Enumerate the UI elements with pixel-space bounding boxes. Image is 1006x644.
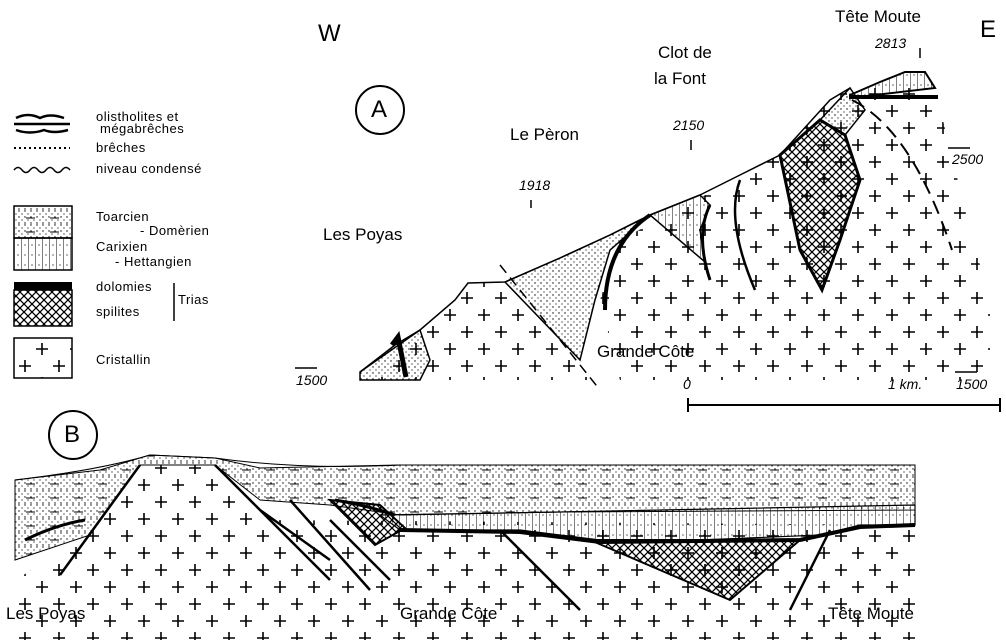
altitude-ticks <box>295 48 977 373</box>
section-a-label: A <box>371 96 388 123</box>
label-tete-moute-b: Tête Moute <box>828 604 914 623</box>
section-b-label: B <box>64 421 81 448</box>
fault-1 <box>603 213 652 311</box>
legend-niveau: niveau condensé <box>96 161 202 176</box>
dolomies-swatch <box>14 282 72 290</box>
legend-olistholites-1: olistholites et <box>96 109 179 124</box>
cristallin-a-east <box>600 88 990 380</box>
label-les-poyas-a: Les Poyas <box>323 225 403 244</box>
fault-3 <box>733 179 757 291</box>
niveau-condense-swatch <box>13 166 71 174</box>
profile-line <box>359 87 851 373</box>
legend-carixien-2: - Hettangien <box>115 254 192 269</box>
fault-2 <box>701 204 712 281</box>
topo-line-b <box>14 454 915 481</box>
section-b-marker <box>48 410 98 460</box>
faults-b <box>58 464 832 611</box>
olistholites-swatch <box>14 113 70 134</box>
fault-peron <box>499 264 601 391</box>
legend-olistholites-2: mégabrêches <box>100 121 185 136</box>
section-a-marker <box>355 85 405 135</box>
altitude-1918: 1918 <box>519 177 551 193</box>
olistholites-b <box>24 498 396 542</box>
legend-carixien-1: Carixien <box>96 239 148 254</box>
legend-breches: brêches <box>96 140 146 155</box>
altitude-2813: 2813 <box>875 35 907 51</box>
toarcien-swatch <box>13 205 73 239</box>
fault-east <box>851 99 953 251</box>
altitude-2500: 2500 <box>952 151 984 167</box>
label-grande-cote-b: Grande Côte <box>400 604 498 623</box>
scale-start: 0 <box>683 376 691 392</box>
legend-toarcien-2: - Domèrien <box>140 223 210 238</box>
label-grande-cote-a: Grande Côte <box>597 342 695 361</box>
section-b-profile <box>14 410 916 640</box>
scale-bar <box>687 398 1001 412</box>
label-clot-1: Clot de <box>658 43 712 62</box>
spilites-swatch <box>13 289 73 327</box>
west-label: W <box>318 20 341 47</box>
dolomies-poyas <box>390 331 409 378</box>
legend-toarcien-1: Toarcien <box>96 209 150 224</box>
altitude-1500-right: 1500 <box>956 376 988 392</box>
scale-end: 1 km. <box>888 376 923 392</box>
cristallin-swatch <box>13 337 73 379</box>
legend-trias: Trias <box>178 292 209 307</box>
label-clot-2: la Font <box>654 69 706 88</box>
legend-spilites: spilites <box>96 304 140 319</box>
carixien-swatch <box>13 237 73 271</box>
legend-swatches <box>13 113 175 379</box>
east-label: E <box>980 16 997 43</box>
label-les-poyas-b: Les Poyas <box>6 604 86 623</box>
altitude-1500-left: 1500 <box>296 372 328 388</box>
jurassic-tete-moute <box>818 86 866 136</box>
cristallin-b <box>15 465 915 640</box>
altitude-2150: 2150 <box>673 117 705 133</box>
legend-cristallin: Cristallin <box>96 352 151 367</box>
section-a-profile <box>295 48 1001 412</box>
legend-dolomies: dolomies <box>96 279 153 294</box>
label-le-peron: Le Pèron <box>510 125 579 144</box>
label-tete-moute-a: Tête Moute <box>835 7 921 26</box>
